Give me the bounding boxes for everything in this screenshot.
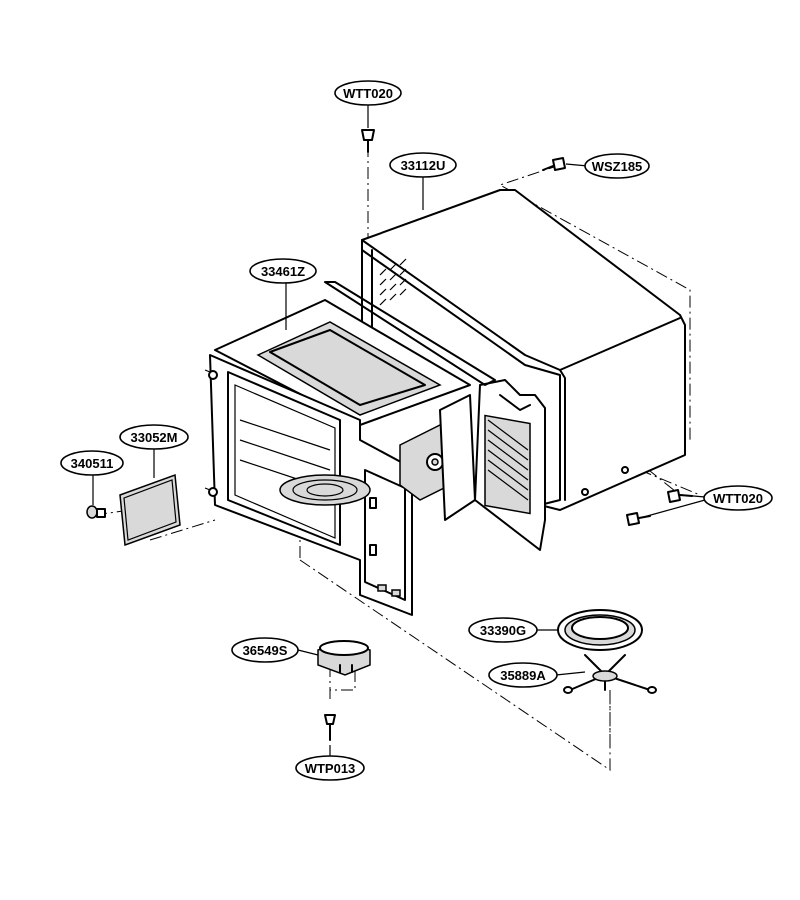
callout-wtt020-top: WTT020 xyxy=(334,80,402,106)
roller-rest xyxy=(563,654,657,694)
callout-33461z: 33461Z xyxy=(249,258,317,284)
callout-label: WTT020 xyxy=(343,86,393,101)
callout-label: 36549S xyxy=(243,643,288,658)
fastener-340511 xyxy=(86,505,106,519)
outer-cabinet xyxy=(361,189,686,511)
callout-340511: 340511 xyxy=(60,450,124,476)
cabinet-vent-slots xyxy=(379,258,407,306)
callout-label: WSZ185 xyxy=(592,159,643,174)
callout-label: WTT020 xyxy=(713,491,763,506)
callout-label: 340511 xyxy=(71,456,114,471)
screw-top xyxy=(361,129,375,153)
callout-label: 33052M xyxy=(131,430,178,445)
callout-wsz185: WSZ185 xyxy=(584,153,650,179)
waveguide-cover xyxy=(119,473,181,547)
callout-label: 33461Z xyxy=(261,264,305,279)
callout-36549s: 36549S xyxy=(231,637,299,663)
screw-wsz185 xyxy=(542,157,566,171)
callout-label: 35889A xyxy=(500,668,546,683)
callout-wtt020-right: WTT020 xyxy=(703,485,773,511)
callout-label: 33112U xyxy=(401,158,446,173)
inner-cavity-frame xyxy=(204,281,496,616)
callout-33390g: 33390G xyxy=(468,617,538,643)
glass-tray xyxy=(557,609,643,651)
screw-wtp013 xyxy=(324,714,336,741)
turntable-motor xyxy=(317,640,371,676)
callout-wtp013: WTP013 xyxy=(295,755,365,781)
callout-33112u: 33112U xyxy=(389,152,457,178)
back-panel xyxy=(474,379,546,551)
callout-33052m: 33052M xyxy=(119,424,189,450)
screw-right-2 xyxy=(626,512,651,526)
callout-35889a: 35889A xyxy=(488,662,558,688)
callout-label: WTP013 xyxy=(305,761,356,776)
callout-label: 33390G xyxy=(480,623,526,638)
